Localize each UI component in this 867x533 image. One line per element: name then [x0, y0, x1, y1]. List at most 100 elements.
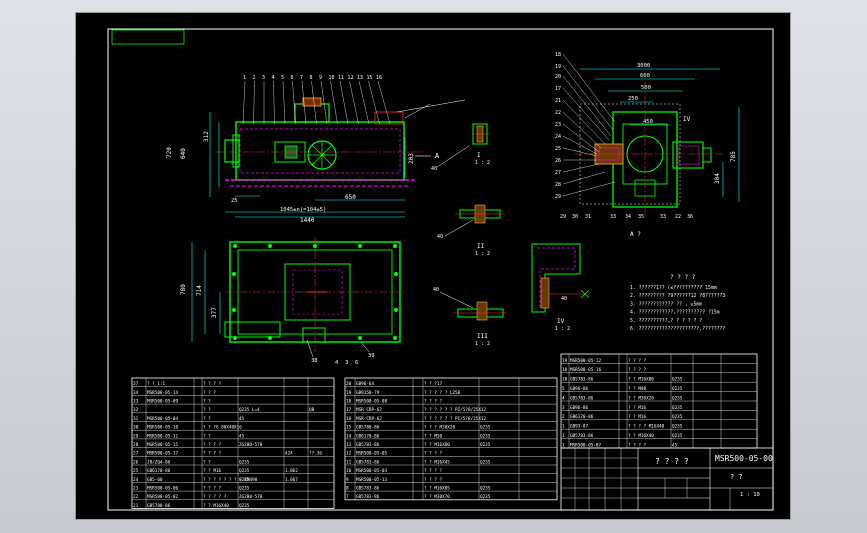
table-cell: ? ? ? ? M16X40	[628, 424, 665, 430]
table-cell: 18	[562, 367, 568, 373]
table-cell: ? ? ? ?	[203, 442, 222, 448]
table-cell: Q235	[480, 459, 491, 465]
table-cell: ? ? M16X40	[203, 503, 229, 509]
table-cell: 45	[239, 416, 245, 422]
table-cell: MSR500-05-06	[147, 486, 178, 492]
dim-front-height: 720	[166, 147, 173, 158]
svg-text:36: 36	[687, 214, 693, 220]
table-cell: MSR500-05-14	[147, 390, 178, 396]
plan-inner	[237, 249, 393, 335]
table-cell: Q235	[672, 405, 683, 411]
dim-side-450: 450	[643, 119, 653, 125]
table-cell: ? ? M16	[628, 405, 647, 411]
table-cell: ? ? ? ?	[203, 381, 222, 387]
svg-text:23: 23	[555, 122, 561, 128]
table-cell: ? ? M40	[628, 386, 647, 392]
table-cell: MSR500-05-05	[356, 451, 387, 457]
table-cell: GB6170-86	[147, 468, 171, 474]
front-balloon: 10	[329, 75, 335, 81]
table-cell: Q235 L=4	[239, 407, 260, 413]
table-cell: Q235	[672, 424, 683, 430]
table-cell: ? ? ? ?	[203, 451, 222, 457]
table-cell: ? ? M16X40	[628, 433, 654, 439]
table-cell: GB93-87	[570, 424, 589, 430]
svg-text:18: 18	[555, 52, 561, 58]
table-cell: 9	[346, 477, 349, 483]
dim-side-500: 500	[641, 85, 651, 91]
table-cell: ? ?	[203, 433, 211, 439]
table-cell: 424	[285, 451, 293, 457]
table-cell: Q235	[239, 503, 250, 509]
table-row: 20 GB96-64 ? ? ?17	[346, 381, 443, 387]
plan-gear	[302, 327, 326, 343]
table-cell: GB5780-86	[356, 425, 380, 431]
dim-side-600: 600	[640, 73, 650, 79]
table-cell: GB9150-79	[356, 390, 380, 396]
dim-plan-377: 377	[211, 307, 218, 318]
table-cell: GB5783-86	[570, 395, 594, 401]
front-balloon: 1	[243, 75, 246, 81]
table-cell: Q235	[480, 442, 491, 448]
table-cell: ? ? ?17	[424, 381, 443, 387]
table-cell: Q235	[480, 494, 491, 500]
svg-text:24: 24	[555, 134, 561, 140]
table-cell: Q235	[480, 433, 491, 439]
table-cell: MSR500-05-16	[570, 367, 601, 373]
svg-text:40: 40	[437, 234, 443, 240]
section-II-label: II	[477, 243, 485, 250]
table-cell: 27	[133, 451, 139, 457]
side-view-A: 3000 600 500 250 450 785 384 A ? IV 1819…	[555, 52, 740, 238]
table-cell: ? ?	[203, 399, 211, 405]
table-cell: ? ? ? ?	[628, 367, 647, 373]
table-cell: ? ? ? ?	[628, 442, 647, 448]
dim-plan-714: 714	[196, 285, 203, 296]
dim-side-384: 384	[714, 173, 721, 184]
table-cell: ? ? M16X45	[424, 459, 450, 465]
svg-text:25: 25	[555, 146, 561, 152]
table-cell: 1	[562, 442, 565, 448]
svg-text:28: 28	[555, 182, 561, 188]
table-cell: GB5780-86	[147, 503, 171, 509]
table-cell: ? ? ? ? ?	[203, 494, 227, 500]
dim-front-203: 203	[408, 153, 415, 164]
table-cell: GB5783-86	[570, 377, 594, 383]
table-cell: ? ? ? ? ? ? PI/5?8/25X12	[424, 416, 486, 422]
drawing-canvas[interactable]: 720 640 312 203 25 650 1045±n(=104±5) 14…	[75, 12, 791, 520]
table-cell: 29	[133, 433, 139, 439]
table-cell: ??.36	[309, 451, 322, 457]
table-cell: 1	[562, 433, 565, 439]
table-cell: GB96-64	[356, 381, 375, 387]
drawing-number: MSR500-05-00	[715, 454, 773, 463]
table-cell: ? ? ? ?	[628, 358, 647, 364]
front-top-bracket	[302, 97, 322, 107]
table-cell: MSR500-05-09	[147, 399, 178, 405]
table-cell: 33	[133, 399, 139, 405]
table-cell: 11	[346, 459, 352, 465]
table-cell: MSR500-05-11	[147, 433, 178, 439]
dim-plan-width: 780	[180, 284, 187, 295]
table-cell: 21	[133, 503, 139, 509]
dim-front-sub: 1045±n(=104±5)	[280, 207, 326, 213]
table-cell: 20	[346, 381, 352, 387]
table-cell: GB96-86	[570, 405, 589, 411]
table-cell: ? ? M16X85	[424, 486, 450, 492]
table-cell: 5	[562, 386, 565, 392]
table-cell: Q235	[239, 486, 250, 492]
svg-text:6: 6	[355, 360, 358, 366]
table-cell: 30	[133, 425, 139, 431]
table-cell: 7	[346, 494, 349, 500]
